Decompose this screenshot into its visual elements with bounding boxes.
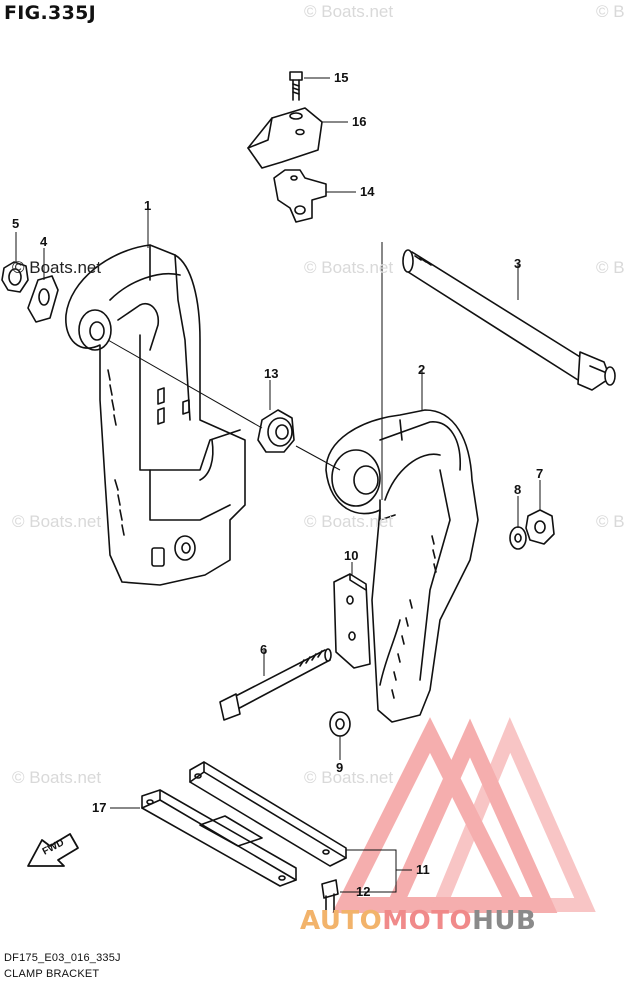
callout-10: 10 bbox=[344, 548, 359, 563]
part-7-nut bbox=[525, 509, 555, 545]
part-15-bolt bbox=[289, 71, 303, 101]
brand-part-auto: AUTO bbox=[300, 906, 383, 936]
callout-2: 2 bbox=[418, 362, 426, 377]
watermark: © Boats.net bbox=[304, 768, 394, 787]
part-1-clamp-bracket-left bbox=[65, 244, 246, 586]
callout-14: 14 bbox=[360, 184, 375, 199]
part-4-washer bbox=[27, 275, 59, 323]
watermark: © Boats.net bbox=[304, 258, 394, 277]
callout-4: 4 bbox=[40, 234, 48, 249]
watermark: © Boats.net bbox=[12, 258, 102, 277]
brand-triangle-logo bbox=[332, 717, 596, 913]
watermark: © Boats.net bbox=[304, 2, 394, 21]
figure-title: FIG.335J bbox=[4, 2, 96, 24]
part-3-tilt-rod bbox=[402, 249, 616, 391]
figure-name: CLAMP BRACKET bbox=[4, 968, 100, 980]
watermark: © Boats.net bbox=[304, 512, 394, 531]
figure-code: DF175_E03_016_335J bbox=[4, 952, 121, 964]
fwd-arrow-icon bbox=[27, 833, 79, 867]
part-14-plate bbox=[273, 169, 327, 223]
callout-12: 12 bbox=[356, 884, 371, 899]
part-6-bolt bbox=[219, 648, 332, 721]
callout-11: 11 bbox=[416, 862, 430, 877]
callout-3: 3 bbox=[514, 256, 522, 271]
part-10-plate bbox=[333, 573, 371, 669]
callout-1: 1 bbox=[144, 198, 152, 213]
watermark: © Boats.net bbox=[12, 512, 102, 531]
callout-7: 7 bbox=[536, 466, 544, 481]
brand-wordmark: AUTOMOTOHUB bbox=[300, 906, 536, 936]
part-16-bracket bbox=[247, 107, 323, 169]
watermark: © Boats.net bbox=[596, 512, 624, 531]
callout-16: 16 bbox=[352, 114, 367, 129]
callout-9: 9 bbox=[336, 760, 344, 775]
watermark: © Boats.net bbox=[596, 258, 624, 277]
part-8-washer bbox=[509, 526, 527, 550]
callout-13: 13 bbox=[264, 366, 279, 381]
watermark: © Boats.net bbox=[596, 2, 624, 21]
callout-15: 15 bbox=[334, 70, 349, 85]
brand-part-moto: MOTO bbox=[382, 906, 473, 936]
callout-17: 17 bbox=[92, 800, 107, 815]
part-9-washer bbox=[329, 711, 351, 737]
callout-6: 6 bbox=[260, 642, 268, 657]
part-12-bolt bbox=[321, 879, 339, 915]
part-5-nut bbox=[1, 261, 29, 293]
part-2-clamp-bracket-right bbox=[325, 409, 479, 723]
part-17-pad bbox=[141, 789, 297, 887]
part-11-pad bbox=[189, 761, 347, 867]
part-13-bushing bbox=[257, 409, 295, 453]
callout-5: 5 bbox=[12, 216, 20, 231]
watermark: © Boats.net bbox=[12, 768, 102, 787]
brand-part-hub: HUB bbox=[472, 906, 537, 936]
callout-8: 8 bbox=[514, 482, 522, 497]
leader-lines bbox=[15, 77, 541, 893]
